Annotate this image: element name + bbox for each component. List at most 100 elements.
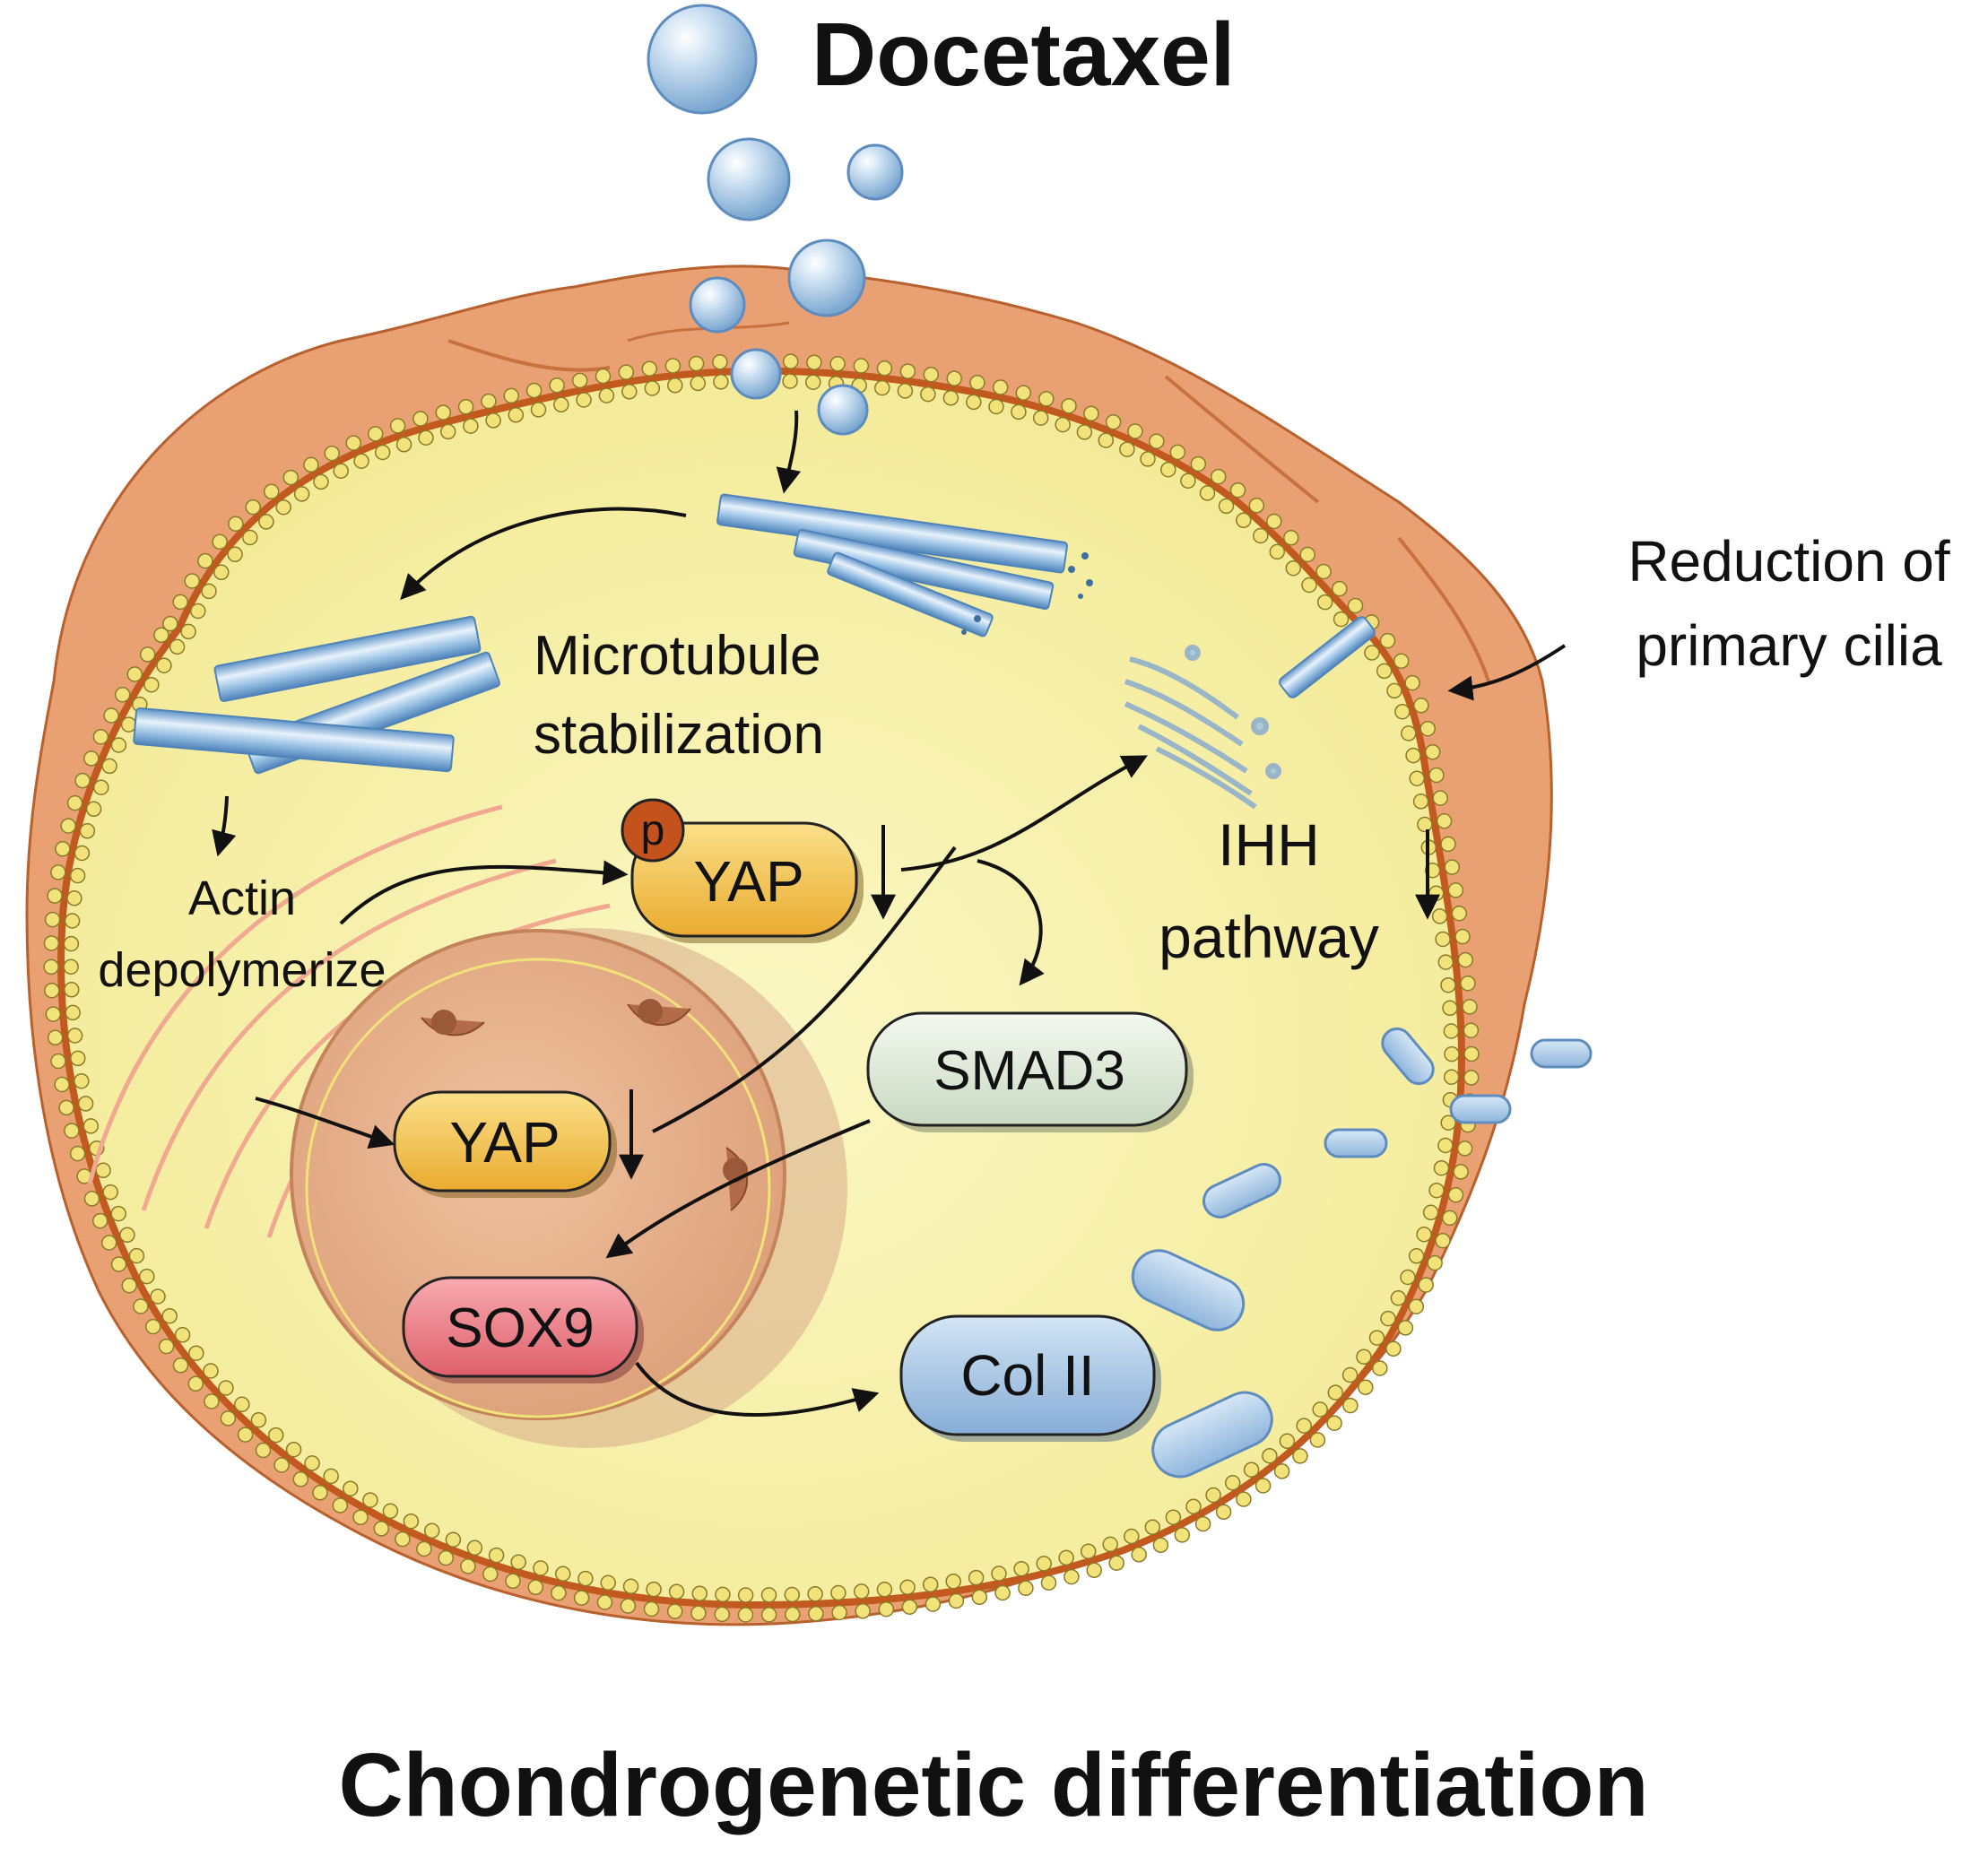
membrane-bead	[1433, 1159, 1450, 1176]
membrane-bead	[212, 533, 228, 551]
membrane-bead	[596, 1594, 613, 1610]
membrane-bead	[1279, 1433, 1296, 1450]
membrane-bead	[1385, 1340, 1402, 1357]
membrane-bead	[1397, 1320, 1414, 1336]
drug-bubble	[647, 4, 758, 115]
membrane-bead	[275, 499, 291, 516]
membrane-bead	[1364, 645, 1380, 661]
membrane-bead	[439, 423, 456, 440]
membrane-bead	[621, 384, 638, 400]
membrane-bead	[1443, 1023, 1460, 1039]
membrane-bead	[992, 379, 1009, 395]
node-yap-nucleus: YAP	[393, 1090, 617, 1198]
membrane-bead	[1315, 563, 1332, 580]
membrane-bead	[713, 374, 729, 390]
membrane-bead	[435, 404, 452, 421]
membrane-bead	[121, 1277, 137, 1294]
membrane-bead	[1273, 1463, 1290, 1479]
membrane-bead	[373, 1521, 390, 1537]
membrane-bead	[945, 1573, 961, 1590]
membrane-bead	[1428, 767, 1445, 784]
membrane-bead	[595, 368, 612, 385]
membrane-bead	[324, 445, 340, 462]
membrane-bead	[1333, 611, 1350, 628]
membrane-bead	[1269, 543, 1286, 560]
membrane-bead	[1447, 882, 1464, 898]
membrane-bead	[255, 1442, 272, 1459]
membrane-bead	[1463, 1045, 1480, 1062]
node-col2: Col II	[899, 1314, 1161, 1442]
membrane-bead	[389, 418, 406, 434]
membrane-bead	[1243, 1461, 1260, 1478]
membrane-bead	[1199, 485, 1216, 501]
drug-bubble	[730, 348, 782, 400]
membrane-bead	[482, 1565, 499, 1583]
membrane-bead	[55, 841, 71, 857]
membrane-bead	[1210, 468, 1227, 485]
membrane-bead	[576, 392, 592, 408]
membrane-bead	[1283, 530, 1299, 546]
sox9-label: SOX9	[446, 1297, 594, 1359]
membrane-bead	[245, 499, 261, 516]
membrane-bead	[1098, 432, 1115, 448]
membrane-bead	[423, 1522, 440, 1539]
yap-nuc-label: YAP	[449, 1110, 560, 1175]
membrane-bead	[1086, 1562, 1102, 1579]
membrane-bead	[139, 646, 156, 663]
membrane-bead	[66, 794, 83, 811]
membrane-bead	[416, 1540, 432, 1557]
microtubule-label-line1: Microtubule	[534, 625, 820, 687]
membrane-bead	[1236, 1491, 1252, 1507]
membrane-bead	[1358, 1379, 1374, 1395]
arrow-actin-to-nuclear-yap	[255, 1097, 395, 1149]
membrane-bead	[1412, 794, 1429, 810]
membrane-bead	[503, 387, 519, 404]
membrane-bead	[1380, 1310, 1396, 1327]
membrane-bead	[69, 1145, 86, 1162]
membrane-bead	[644, 380, 661, 396]
membrane-bead	[853, 1583, 870, 1600]
membrane-bead	[1292, 1448, 1308, 1464]
membrane-bead	[332, 1497, 349, 1513]
membrane-bead	[218, 1380, 234, 1396]
membrane-bead	[1174, 1527, 1191, 1543]
membrane-bead	[74, 1072, 90, 1089]
membrane-bead	[806, 354, 822, 370]
membrane-bead	[1127, 423, 1143, 439]
membrane-bead	[457, 399, 474, 415]
membrane-bead	[991, 1565, 1007, 1582]
membrane-bead	[83, 750, 100, 767]
membrane-bead	[1309, 1432, 1326, 1448]
membrane-bead	[101, 758, 117, 775]
membrane-bead	[1444, 1045, 1460, 1062]
membrane-bead	[1440, 836, 1456, 853]
membrane-bead	[1224, 1475, 1241, 1491]
membrane-bead	[549, 377, 565, 394]
membrane-bead	[1040, 1574, 1057, 1591]
membrane-bead	[994, 1584, 1011, 1601]
membrane-bead	[293, 486, 310, 502]
smad3-label: SMAD3	[933, 1040, 1125, 1102]
arrow-cilia-to-membrane	[1447, 644, 1567, 701]
arrow-pyap-to-ihh	[900, 755, 1148, 872]
membrane-bead	[1453, 1164, 1469, 1180]
membrane-bead	[899, 363, 916, 379]
membrane-bead	[925, 1596, 942, 1612]
membrane-bead	[445, 1531, 462, 1548]
membrane-bead	[50, 1053, 66, 1070]
microtubules-left	[133, 615, 500, 775]
membrane-bead	[525, 382, 543, 399]
membrane-bead	[510, 1554, 526, 1570]
membrane-bead	[102, 1184, 118, 1201]
cilia-label-line2: primary cilia	[1636, 613, 1942, 678]
membrane-bead	[1266, 513, 1282, 530]
membrane-bead	[553, 396, 569, 413]
membrane-bead	[1236, 512, 1252, 529]
membrane-bead	[643, 1600, 660, 1617]
membrane-bead	[1432, 790, 1448, 806]
drug-bubble	[707, 137, 791, 221]
membrane-bead	[1424, 744, 1441, 760]
membrane-bead	[1417, 816, 1433, 833]
docetaxel-molecules	[647, 4, 904, 436]
membrane-bead	[69, 867, 86, 884]
